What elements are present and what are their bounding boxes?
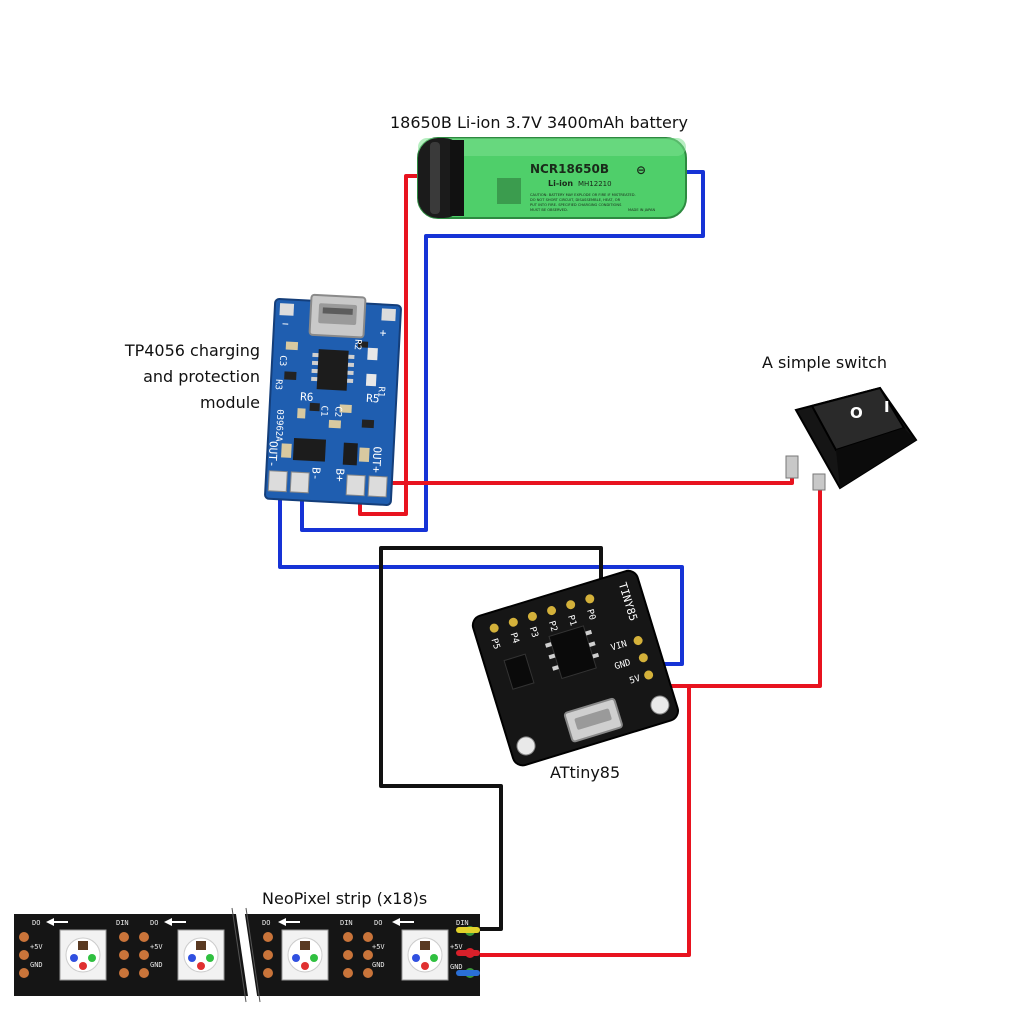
attiny-pin-p0: P0 bbox=[584, 608, 597, 621]
tp4056-label-c3: C3 bbox=[277, 355, 288, 366]
wire-switch-to-vin bbox=[654, 480, 822, 688]
battery: NCR18650B Li-ion MH12210 ⊖ CAUTION: BATT… bbox=[417, 137, 687, 219]
attiny-pin-5v: 5V bbox=[628, 674, 642, 687]
attiny-pin-p3: P3 bbox=[527, 626, 540, 639]
tp4056-code: 03962A bbox=[273, 409, 285, 443]
strip-led-4 bbox=[401, 929, 449, 981]
strip-do-label-1: DO bbox=[32, 919, 40, 927]
wire-out-minus-to-gnd bbox=[278, 486, 684, 666]
attiny-pin-p1: P1 bbox=[565, 614, 578, 627]
tp4056-minus-mark: − bbox=[282, 317, 290, 330]
tp4056-module: − + C3 R2 R3 R1 R6 C1 C2 R5 039 bbox=[264, 293, 402, 506]
switch-terminal-2 bbox=[812, 473, 826, 491]
strip-5v-label-1: +5V bbox=[30, 943, 43, 951]
tp4056-label-line1: TP4056 charging bbox=[124, 341, 260, 360]
strip-gnd-label-2: GND bbox=[150, 961, 163, 969]
battery-warning-1: CAUTION: BATTERY MAY EXPLODE OR FIRE IF … bbox=[530, 193, 636, 197]
strip-din-label-1: DIN bbox=[116, 919, 129, 927]
tp4056-label-r1: R1 bbox=[375, 386, 386, 397]
switch-terminal-1 bbox=[785, 455, 799, 479]
neopixel-label: NeoPixel strip (x18)s bbox=[262, 889, 427, 908]
strip-led-1 bbox=[59, 929, 107, 981]
wire-data-p0-to-din bbox=[379, 546, 603, 931]
strip-led-2 bbox=[177, 929, 225, 981]
strip-gnd-label-3: GND bbox=[372, 961, 385, 969]
tp4056-out-minus: OUT- bbox=[266, 441, 280, 468]
tp4056-protection-ic bbox=[292, 438, 327, 462]
tp4056-out-plus: OUT+ bbox=[369, 446, 383, 474]
tp4056-pad-b-plus bbox=[345, 474, 366, 497]
battery-minus-mark: ⊖ bbox=[636, 163, 646, 177]
tp4056-label-r2: R2 bbox=[352, 339, 363, 350]
wire-battery-negative bbox=[300, 170, 705, 532]
battery-made-in: MADE IN JAPAN bbox=[628, 208, 655, 212]
attiny-label: ATtiny85 bbox=[550, 763, 620, 782]
strip-led-3 bbox=[281, 929, 329, 981]
rocker-switch: O I bbox=[785, 386, 918, 491]
tp4056-charger-ic bbox=[316, 349, 349, 391]
strip-din-label-2: DIN bbox=[340, 919, 353, 927]
tp4056-pad-b-minus bbox=[289, 471, 310, 494]
tp4056-label-c1: C1 bbox=[318, 405, 329, 416]
strip-din-label-end: DIN bbox=[456, 919, 469, 927]
tp4056-pad-out-plus bbox=[367, 475, 388, 498]
switch-off-mark: O bbox=[850, 404, 863, 422]
strip-5v-label-end: +5V bbox=[450, 943, 463, 951]
attiny-pin-gnd: GND bbox=[614, 658, 632, 672]
neopixel-strip: DO DIN DO DO DIN DO DIN +5V GND +5V GND … bbox=[14, 907, 480, 1003]
wires bbox=[278, 170, 822, 957]
tp4056-label-r3: R3 bbox=[273, 379, 284, 390]
strip-do-label-3: DO bbox=[262, 919, 270, 927]
battery-warning-4: MUST BE OBSERVED. bbox=[530, 208, 568, 212]
strip-5v-label-2: +5V bbox=[150, 943, 163, 951]
tp4056-pad-out-minus bbox=[267, 470, 288, 493]
attiny85-board: P5 P4 P3 P2 P1 P0 TINY85 VIN GND 5V bbox=[471, 569, 679, 767]
battery-code: MH12210 bbox=[578, 180, 612, 188]
wire-out-plus-to-switch bbox=[382, 470, 794, 485]
switch-label: A simple switch bbox=[762, 353, 887, 372]
battery-model: NCR18650B bbox=[530, 162, 609, 176]
switch-on-mark: I bbox=[884, 398, 890, 416]
tp4056-label-c2: C2 bbox=[332, 406, 343, 417]
strip-do-label-4: DO bbox=[374, 919, 382, 927]
tp4056-b-minus: B- bbox=[309, 467, 323, 481]
battery-warning-2: DO NOT SHORT CIRCUIT, DISASSEMBLE, HEAT,… bbox=[530, 198, 621, 202]
battery-warning-3: PUT INTO FIRE. SPECIFIED CHARGING CONDIT… bbox=[530, 203, 622, 207]
strip-do-label-2: DO bbox=[150, 919, 158, 927]
battery-type: Li-ion bbox=[548, 179, 573, 188]
tp4056-label-line3: module bbox=[200, 393, 260, 412]
tp4056-label-r6: R6 bbox=[300, 390, 314, 404]
strip-gnd-label-end: GND bbox=[450, 963, 463, 971]
tp4056-label-r5: R5 bbox=[366, 392, 380, 406]
strip-5v-label-3: +5V bbox=[372, 943, 385, 951]
battery-barcode bbox=[497, 178, 521, 204]
wire-battery-positive bbox=[358, 174, 430, 516]
battery-label: 18650B Li-ion 3.7V 3400mAh battery bbox=[390, 113, 688, 132]
attiny-pin-vin: VIN bbox=[610, 639, 628, 653]
tp4056-plus-mark: + bbox=[379, 326, 387, 339]
tp4056-label-line2: and protection bbox=[143, 367, 260, 386]
attiny-pin-p2: P2 bbox=[546, 620, 559, 633]
attiny-pin-p4: P4 bbox=[508, 632, 521, 645]
attiny-pin-p5: P5 bbox=[488, 637, 501, 650]
strip-break-gap bbox=[236, 908, 258, 1002]
strip-gnd-label-1: GND bbox=[30, 961, 43, 969]
tp4056-b-plus: B+ bbox=[333, 468, 347, 482]
